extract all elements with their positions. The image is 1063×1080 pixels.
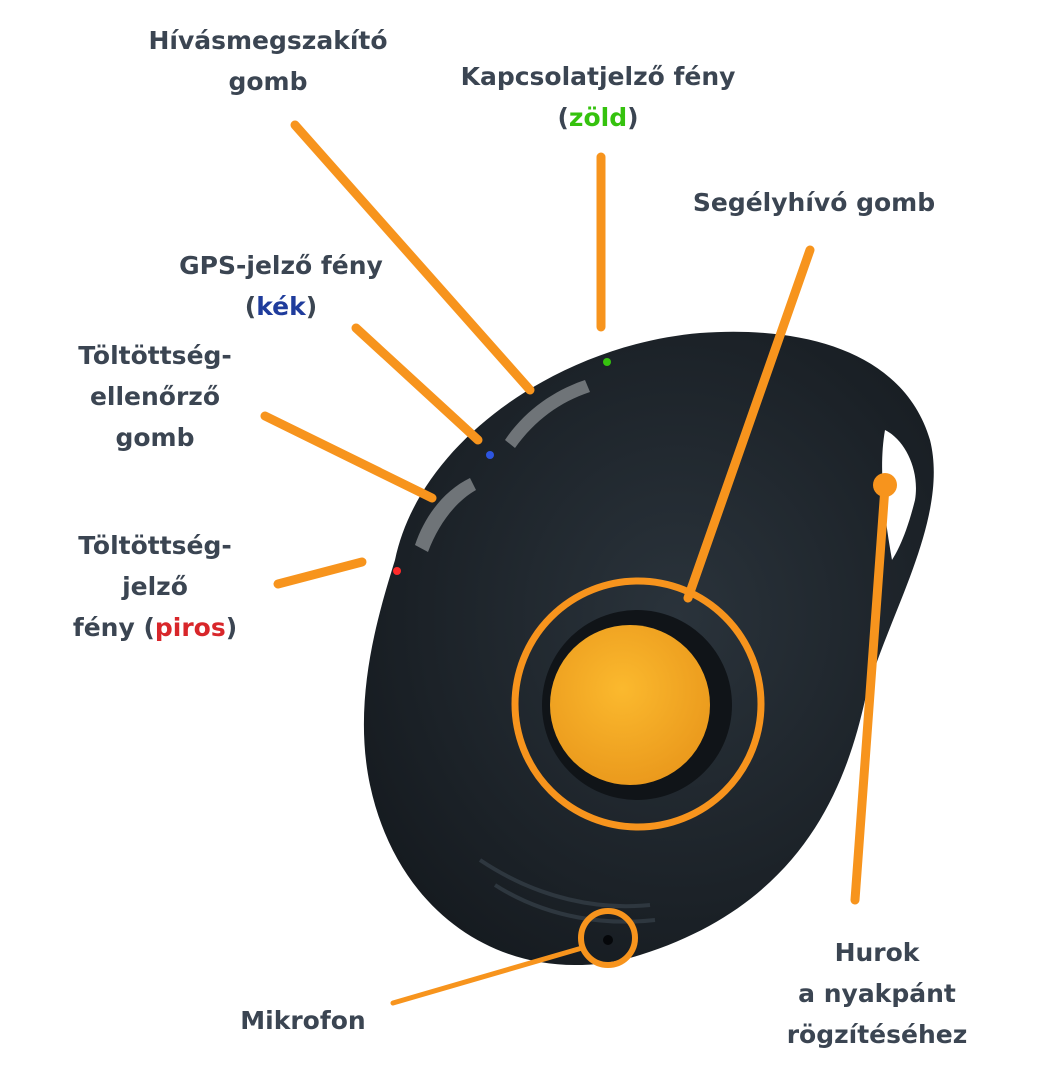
label-microphone: Mikrofon bbox=[240, 1000, 365, 1041]
blue-led bbox=[486, 451, 494, 459]
microphone-hole bbox=[603, 935, 613, 945]
body-groove bbox=[493, 883, 656, 924]
paren: ( bbox=[244, 292, 257, 321]
label-lanyard-loop: Hurok a nyakpánt rögzítéséhez bbox=[787, 932, 968, 1055]
label-line: a nyakpánt bbox=[798, 979, 956, 1008]
label-line: Hívásmegszakító bbox=[148, 26, 388, 55]
callout-sos-circle bbox=[511, 577, 765, 831]
label-line: GPS-jelző fény bbox=[179, 251, 383, 280]
label-line: Hurok bbox=[834, 938, 920, 967]
label-battery-light: Töltöttség- jelző fény (piros) bbox=[73, 525, 237, 648]
side-button-battery-check bbox=[415, 478, 476, 552]
label-line: (kék) bbox=[179, 286, 383, 327]
callout-mic-circle bbox=[578, 908, 638, 968]
label-line: Töltöttség- bbox=[78, 531, 232, 560]
green-led bbox=[603, 358, 611, 366]
label-battery-check-button: Töltöttség- ellenőrző gomb bbox=[78, 335, 232, 458]
red-led bbox=[393, 567, 401, 575]
side-button-call-end bbox=[505, 380, 590, 448]
label-sos-button: Segélyhívó gomb bbox=[693, 182, 935, 223]
label-line: Mikrofon bbox=[240, 1006, 366, 1035]
label-line: fény (piros) bbox=[73, 607, 237, 648]
callout-sos bbox=[683, 245, 815, 603]
paren: ( bbox=[557, 103, 569, 132]
sos-button[interactable] bbox=[550, 625, 710, 785]
callout-gps bbox=[351, 323, 483, 445]
paren: ) bbox=[305, 292, 318, 321]
paren: ) bbox=[627, 103, 639, 132]
callout-loop bbox=[850, 482, 890, 905]
lanyard-loop-hole bbox=[882, 430, 916, 560]
label-line: Töltöttség- bbox=[78, 341, 232, 370]
label-line: rögzítéséhez bbox=[786, 1020, 968, 1049]
callout-mic bbox=[390, 945, 585, 1006]
callout-lines bbox=[260, 120, 890, 1006]
label-line: Kapcsolatjelző fény bbox=[460, 62, 736, 91]
label-call-end-button: Hívásmegszakító gomb bbox=[148, 20, 387, 102]
label-gps-light: GPS-jelző fény (kék) bbox=[179, 245, 383, 327]
label-text: fény ( bbox=[72, 613, 155, 642]
label-line: (zöld) bbox=[461, 97, 736, 138]
label-connection-light: Kapcsolatjelző fény (zöld) bbox=[461, 56, 736, 138]
callout-call-end bbox=[290, 120, 535, 395]
label-line: jelző bbox=[122, 572, 188, 601]
color-word-red: piros bbox=[154, 613, 226, 642]
label-line: ellenőrző bbox=[89, 382, 221, 411]
callout-loop-dot bbox=[873, 473, 897, 497]
body-groove bbox=[478, 858, 651, 909]
label-line: Segélyhívó gomb bbox=[692, 188, 936, 217]
color-word-green: zöld bbox=[568, 103, 628, 132]
callout-battery-light bbox=[273, 557, 367, 589]
label-line: gomb bbox=[115, 423, 195, 452]
label-line: gomb bbox=[228, 67, 308, 96]
paren: ) bbox=[225, 613, 238, 642]
callout-battery-check bbox=[260, 411, 437, 503]
color-word-blue: kék bbox=[256, 292, 306, 321]
